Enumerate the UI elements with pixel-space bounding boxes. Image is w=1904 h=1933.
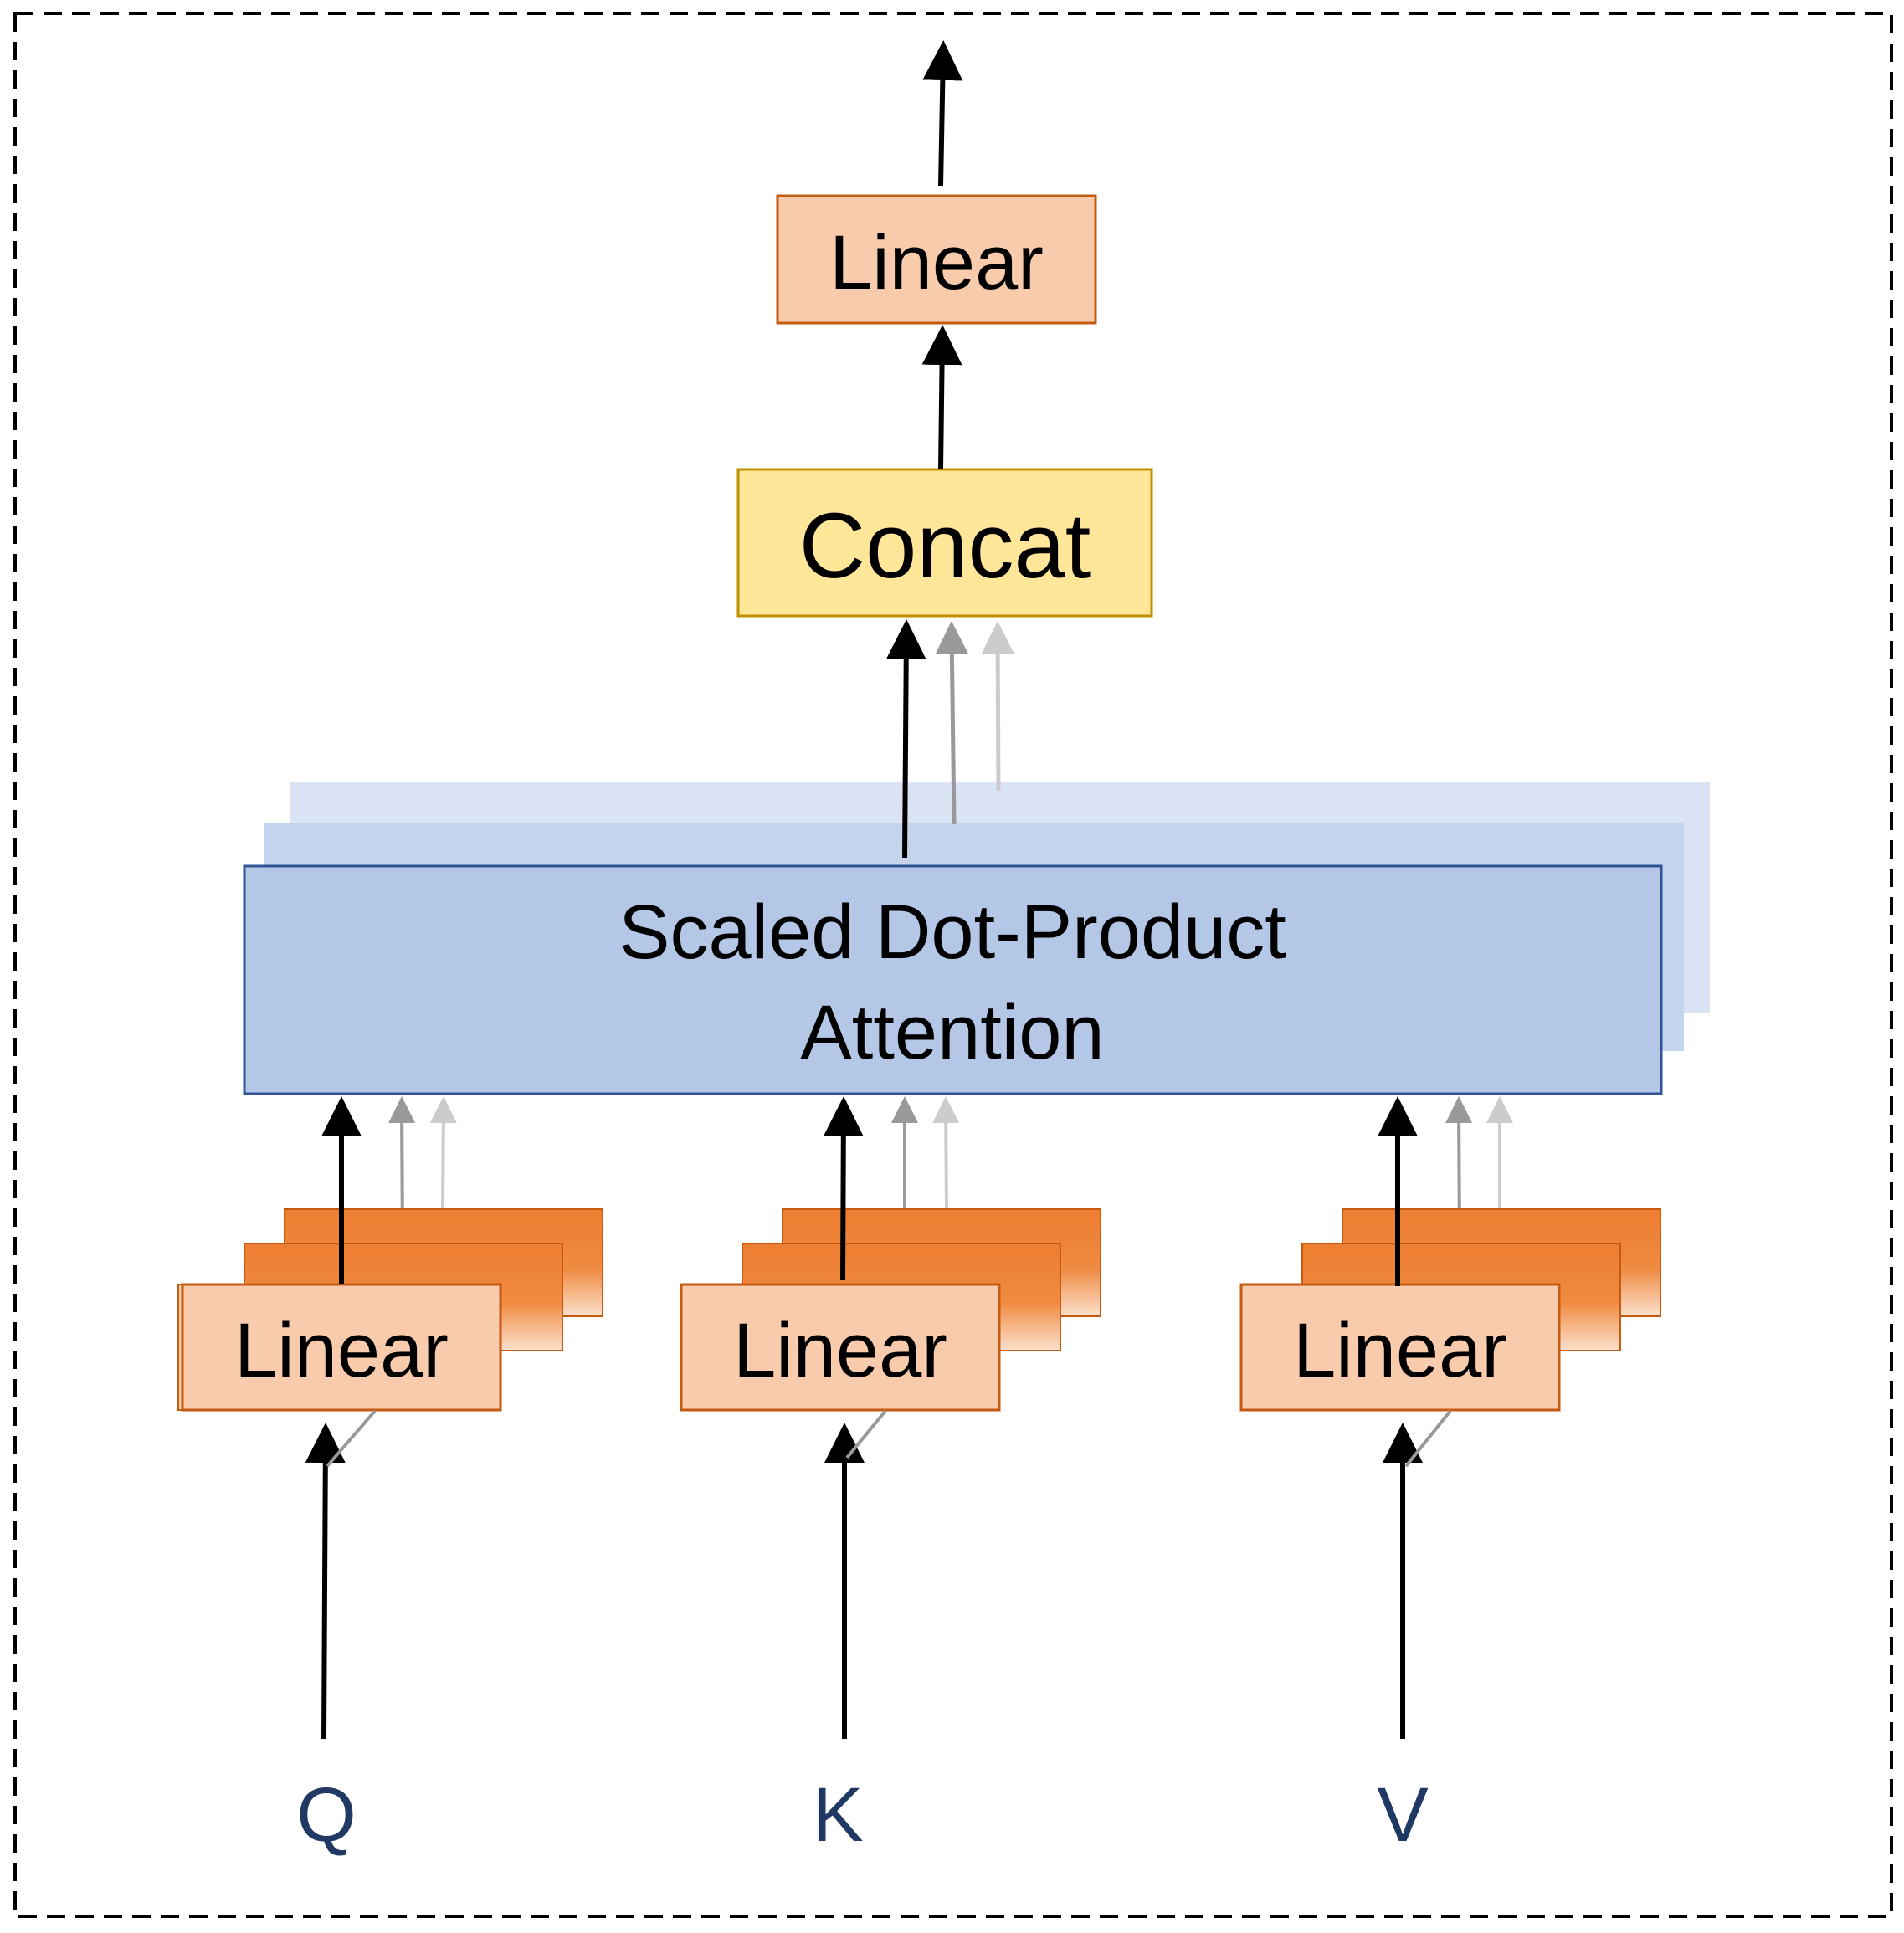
attention-label-line2: Attention [800,990,1104,1075]
q-input-branch [326,1409,377,1468]
v-linear-box [1239,1283,1561,1412]
q-input-label: Q [296,1772,357,1858]
output-linear-label: Linear [829,220,1044,305]
output-linear-box [776,194,1097,325]
v-input-branch [1404,1409,1452,1468]
q-linear-box [181,1283,502,1412]
v-linear-label: Linear [1293,1308,1507,1393]
k-linear-label: Linear [733,1308,947,1393]
k-linear-to-attention-arrow [823,1096,864,1281]
k-input-branch [845,1409,887,1459]
k-input-label: K [812,1772,863,1858]
concat-box [736,468,1153,618]
attention-to-concat-arrow [885,619,926,859]
output-arrow [922,40,963,187]
concat-to-linear-arrow [921,325,962,470]
v-input-label: V [1377,1772,1428,1858]
concat-label: Concat [799,495,1091,597]
k-head-arrow-light [932,1096,960,1210]
k-linear-box [680,1283,1001,1412]
outer-dashed-border [13,12,1893,1918]
q-input-arrow [305,1423,346,1740]
attention-label-line1: Scaled Dot-Product [618,890,1286,975]
q-head-arrow-light [429,1096,457,1210]
attention-to-concat-arrow-gray [935,621,969,825]
attention-box [243,864,1663,1095]
q-linear-label: Linear [234,1308,449,1393]
